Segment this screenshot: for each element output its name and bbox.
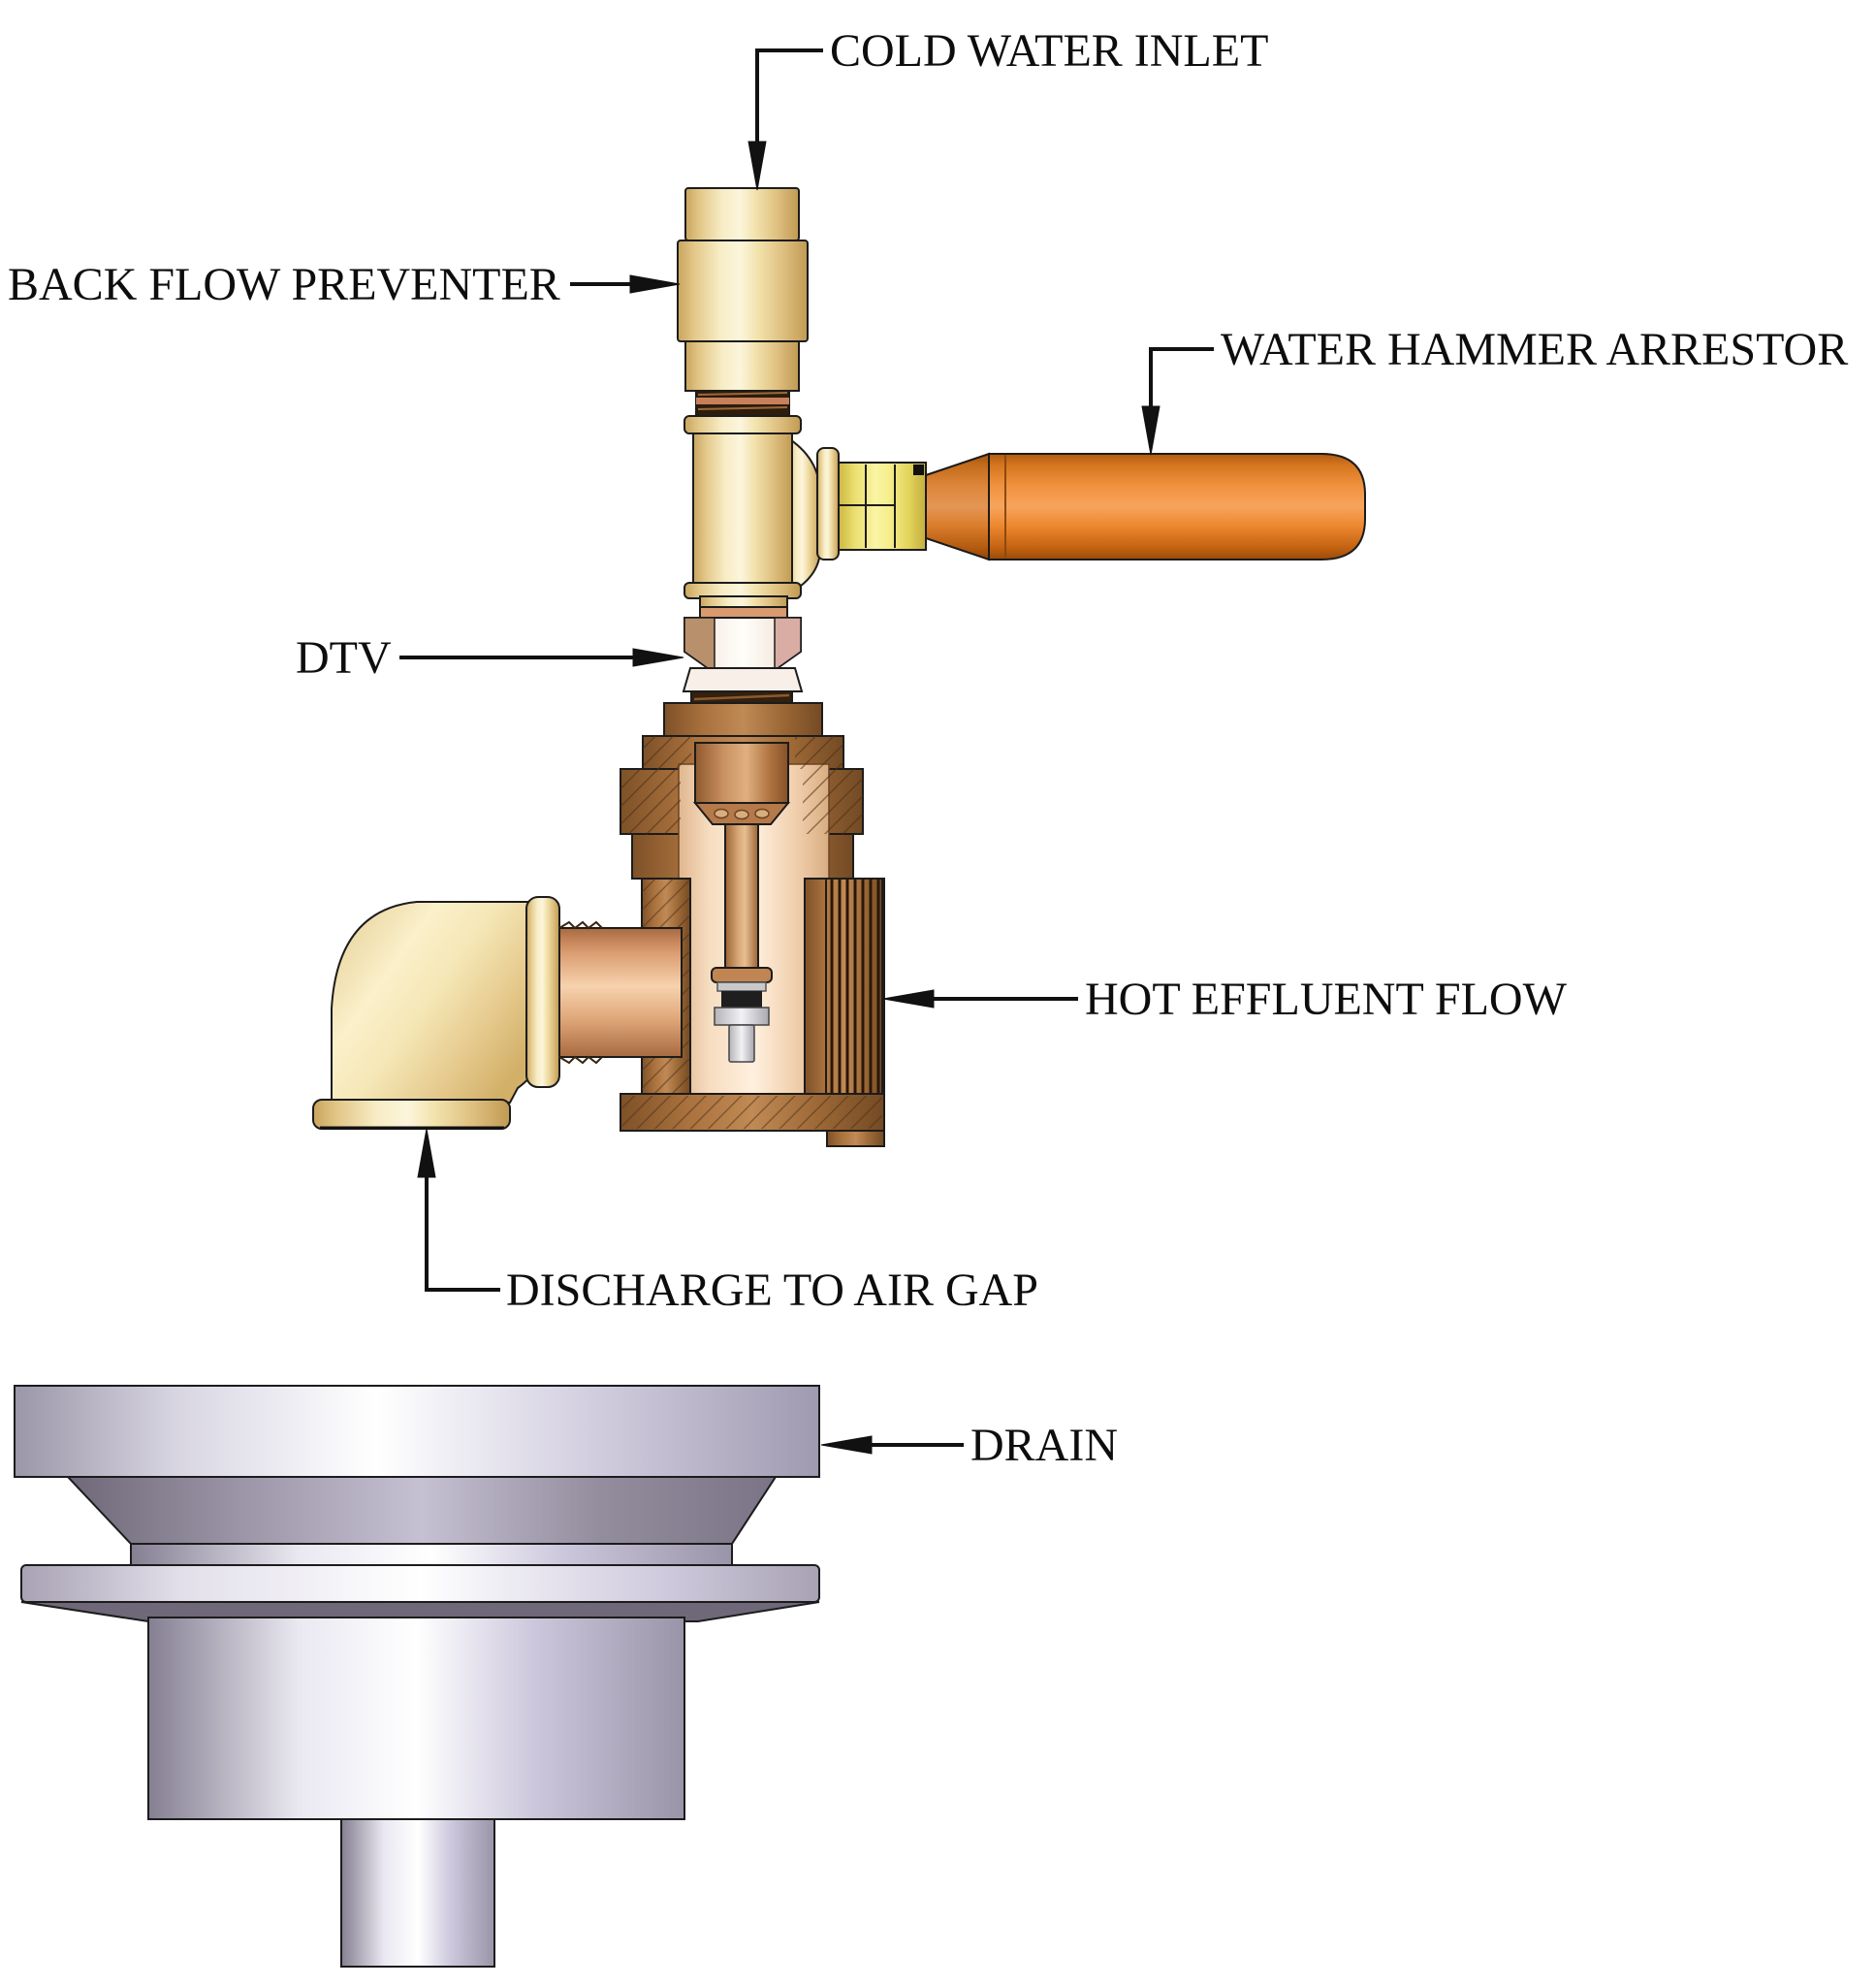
label-drain: DRAIN bbox=[970, 1420, 1118, 1471]
leader-dtv bbox=[399, 648, 684, 667]
tee-fitting bbox=[684, 415, 821, 619]
tee-body bbox=[692, 432, 793, 584]
leader-cold-water-inlet bbox=[747, 48, 823, 191]
drain-outlet-pipe bbox=[340, 1818, 495, 1968]
bfp-cap bbox=[684, 187, 800, 241]
bfp-body bbox=[677, 240, 809, 342]
valve-body bbox=[620, 690, 885, 1147]
water-hammer-arrestor bbox=[816, 447, 1366, 561]
label-water-hammer-arrestor: WATER HAMMER ARRESTOR bbox=[1221, 324, 1848, 375]
drain-flange bbox=[20, 1564, 820, 1603]
cartridge-port bbox=[734, 809, 749, 820]
leader-water-hammer-arrestor bbox=[1141, 347, 1214, 456]
cartridge-port bbox=[754, 808, 770, 819]
elbow-outlet-rim bbox=[312, 1099, 511, 1130]
elbow-bend bbox=[331, 901, 537, 1104]
valve-foot bbox=[826, 1130, 885, 1147]
bfp-neck bbox=[684, 340, 800, 392]
tee-outlet-copper-ring bbox=[699, 606, 788, 619]
valve-shoulder-upper bbox=[663, 702, 823, 737]
leader-drain bbox=[820, 1435, 964, 1455]
stem-disc bbox=[711, 967, 773, 983]
label-discharge-to-air-gap: DISCHARGE TO AIR GAP bbox=[506, 1265, 1038, 1316]
arrestor-collar bbox=[816, 447, 840, 561]
dtv-valve bbox=[682, 617, 804, 692]
floor-drain bbox=[14, 1385, 820, 1968]
label-back-flow-preventer: BACK FLOW PREVENTER bbox=[8, 259, 560, 310]
arrestor-cylinder bbox=[988, 453, 1366, 561]
dtv-skirt bbox=[682, 667, 804, 692]
label-dtv: DTV bbox=[296, 632, 392, 684]
drain-cone bbox=[65, 1476, 778, 1545]
tee-top-flange bbox=[684, 415, 802, 434]
stem-retainer bbox=[714, 1007, 770, 1026]
valve-right-threads bbox=[825, 878, 883, 1099]
valve-cartridge bbox=[694, 742, 789, 804]
stem-washer bbox=[716, 981, 767, 992]
stem-seal bbox=[721, 991, 762, 1008]
leader-discharge-to-air-gap bbox=[417, 1128, 500, 1292]
elbow-socket-ring bbox=[525, 896, 560, 1088]
tee-outlet-neck bbox=[699, 595, 788, 608]
discharge-elbow bbox=[312, 896, 683, 1130]
label-hot-effluent-flow: HOT EFFLUENT FLOW bbox=[1085, 974, 1568, 1025]
drain-top-band bbox=[14, 1385, 820, 1478]
leaders bbox=[399, 48, 1214, 1455]
valve-stem bbox=[724, 823, 759, 971]
stem-pin bbox=[728, 1024, 755, 1063]
drain-neck bbox=[130, 1543, 733, 1566]
drain-barrel bbox=[147, 1617, 685, 1820]
leader-back-flow-preventer bbox=[570, 274, 681, 294]
leader-hot-effluent-flow bbox=[882, 989, 1078, 1009]
nut-mark bbox=[913, 464, 924, 475]
label-cold-water-inlet: COLD WATER INLET bbox=[830, 25, 1268, 77]
cartridge-port bbox=[714, 808, 729, 819]
back-flow-preventer bbox=[677, 187, 809, 417]
elbow-pipe bbox=[556, 927, 683, 1058]
